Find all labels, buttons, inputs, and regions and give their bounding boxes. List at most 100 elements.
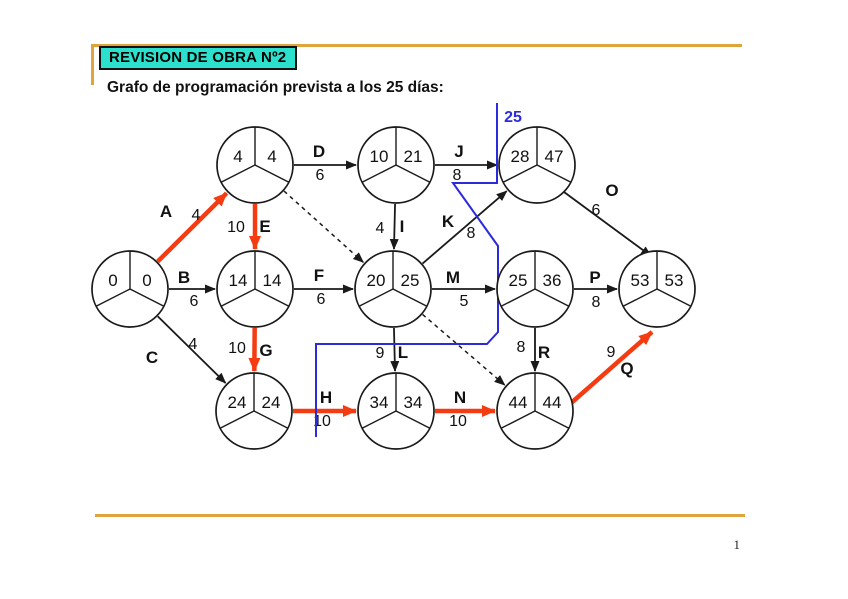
- node-early-time: 44: [509, 393, 528, 412]
- node-divider-right: [536, 164, 572, 183]
- edge-L: [390, 327, 400, 373]
- node-53-53: 53 53: [618, 250, 696, 328]
- node-divider-right: [254, 164, 290, 183]
- edge-duration-G: 10: [228, 340, 246, 357]
- left-accent-line: [91, 44, 94, 85]
- node-divider-left: [219, 410, 255, 429]
- edge-duration-N: 10: [449, 413, 467, 430]
- node-early-time: 20: [367, 271, 386, 290]
- node-divider-left: [500, 410, 536, 429]
- node-late-time: 25: [401, 271, 420, 290]
- edge-label-H: H: [320, 388, 332, 407]
- edge-label-G: G: [259, 341, 272, 360]
- slide-title-box: REVISION DE OBRA Nº2: [99, 46, 298, 70]
- node-early-time: 24: [228, 393, 247, 412]
- node-late-time: 34: [404, 393, 423, 412]
- edge-duration-B: 6: [190, 293, 199, 310]
- edge-label-I: I: [400, 217, 405, 236]
- edge-label-P: P: [589, 268, 600, 287]
- node-divider-right: [395, 410, 431, 429]
- node-divider-left: [622, 288, 658, 307]
- node-divider-left: [361, 164, 397, 183]
- edge-label-N: N: [454, 388, 466, 407]
- edge-duration-R: 8: [517, 339, 526, 356]
- edge-A: [156, 191, 229, 264]
- bottom-divider-line: [95, 514, 745, 517]
- edge-label-L: L: [398, 343, 408, 362]
- edge-duration-J: 8: [453, 167, 462, 184]
- node-divider-right: [392, 288, 428, 307]
- cut-line-label: 25: [504, 109, 522, 126]
- edge-label-M: M: [446, 268, 460, 287]
- edge-duration-I: 4: [376, 220, 385, 237]
- node-early-time: 0: [108, 271, 117, 290]
- node-late-time: 24: [262, 393, 281, 412]
- edge-duration-C: 4: [189, 336, 198, 353]
- edge-duration-M: 5: [460, 293, 469, 310]
- edge-label-R: R: [538, 343, 550, 362]
- node-early-time: 14: [229, 271, 248, 290]
- node-early-time: 34: [370, 393, 389, 412]
- node-14-14: 14 14: [216, 250, 294, 328]
- edge-label-E: E: [259, 217, 270, 236]
- edge-O: [563, 191, 652, 257]
- node-early-time: 53: [631, 271, 650, 290]
- edge-duration-Q: 9: [607, 344, 616, 361]
- edge-label-K: K: [442, 212, 455, 231]
- edge-duration-P: 8: [592, 294, 601, 311]
- edge-K: [421, 190, 508, 265]
- edge-duration-A: 4: [192, 207, 201, 224]
- edge-I: [389, 203, 399, 251]
- node-divider-left: [220, 288, 256, 307]
- edge-label-B: B: [178, 268, 190, 287]
- edge-dummy-1: [283, 190, 364, 263]
- node-divider-left: [95, 288, 131, 307]
- edge-duration-D: 6: [316, 167, 325, 184]
- node-late-time: 4: [267, 147, 276, 166]
- edge-dummy-2: [422, 313, 506, 386]
- edge-Q: [568, 330, 654, 406]
- node-early-time: 10: [370, 147, 389, 166]
- edge-duration-O: 6: [592, 202, 601, 219]
- node-divider-right: [254, 288, 290, 307]
- node-divider-right: [129, 288, 165, 307]
- node-late-time: 21: [404, 147, 423, 166]
- edge-duration-H: 10: [313, 413, 331, 430]
- node-24-24: 24 24: [215, 372, 293, 450]
- edge-label-D: D: [313, 142, 325, 161]
- node-early-time: 25: [509, 271, 528, 290]
- node-divider-right: [534, 410, 570, 429]
- node-late-time: 0: [142, 271, 151, 290]
- node-divider-left: [361, 410, 397, 429]
- node-late-time: 14: [263, 271, 282, 290]
- node-late-time: 36: [543, 271, 562, 290]
- node-10-21: 10 21: [357, 126, 435, 204]
- node-divider-right: [656, 288, 692, 307]
- top-divider-line: [92, 44, 742, 47]
- edge-label-O: O: [605, 181, 618, 200]
- node-late-time: 53: [665, 271, 684, 290]
- edge-label-J: J: [454, 142, 463, 161]
- node-divider-left: [500, 288, 536, 307]
- edge-label-C: C: [146, 348, 158, 367]
- node-early-time: 4: [233, 147, 242, 166]
- edge-C: [157, 315, 227, 384]
- node-divider-right: [253, 410, 289, 429]
- edge-label-A: A: [160, 202, 172, 221]
- node-divider-left: [358, 288, 394, 307]
- node-divider-right: [534, 288, 570, 307]
- slide-title: REVISION DE OBRA Nº2: [109, 49, 287, 66]
- node-25-36: 25 36: [496, 250, 574, 328]
- edge-duration-K: 8: [467, 225, 476, 242]
- node-34-34: 34 34: [357, 372, 435, 450]
- edge-duration-L: 9: [376, 345, 385, 362]
